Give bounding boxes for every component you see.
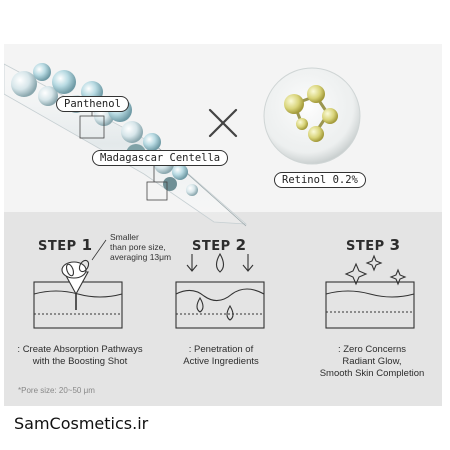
product-infographic: Panthenol Madagascar Centella Retinol 0.… xyxy=(4,44,442,406)
label-panthenol: Panthenol xyxy=(56,96,129,112)
x-mark-icon xyxy=(208,108,238,138)
step3-title: STEP 3 xyxy=(346,236,401,254)
steps-panel xyxy=(4,212,442,406)
step2-skin-illustration xyxy=(175,252,265,329)
step1-caption: : Create Absorption Pathways with the Bo… xyxy=(17,344,143,367)
step3-caption: : Zero Concerns Radiant Glow, Smooth Ski… xyxy=(319,344,425,379)
label-madagascar-centella: Madagascar Centella xyxy=(92,150,229,166)
step2-title: STEP 2 xyxy=(192,236,247,254)
label-retinol: Retinol 0.2% xyxy=(274,172,366,188)
retinol-molecule-graphic xyxy=(263,67,361,165)
step1-title: STEP 1 xyxy=(38,236,93,254)
step2-caption: : Penetration of Active Ingredients xyxy=(183,344,259,367)
step1-size-note: Smaller than pore size, averaging 13μm xyxy=(110,232,172,262)
pore-size-note: *Pore size: 20~50 μm xyxy=(18,386,95,395)
site-watermark: SamCosmetics.ir xyxy=(14,414,149,433)
capsule-needle-graphic xyxy=(4,63,248,227)
step1-skin-illustration xyxy=(33,239,123,329)
step3-skin-illustration xyxy=(325,254,415,329)
